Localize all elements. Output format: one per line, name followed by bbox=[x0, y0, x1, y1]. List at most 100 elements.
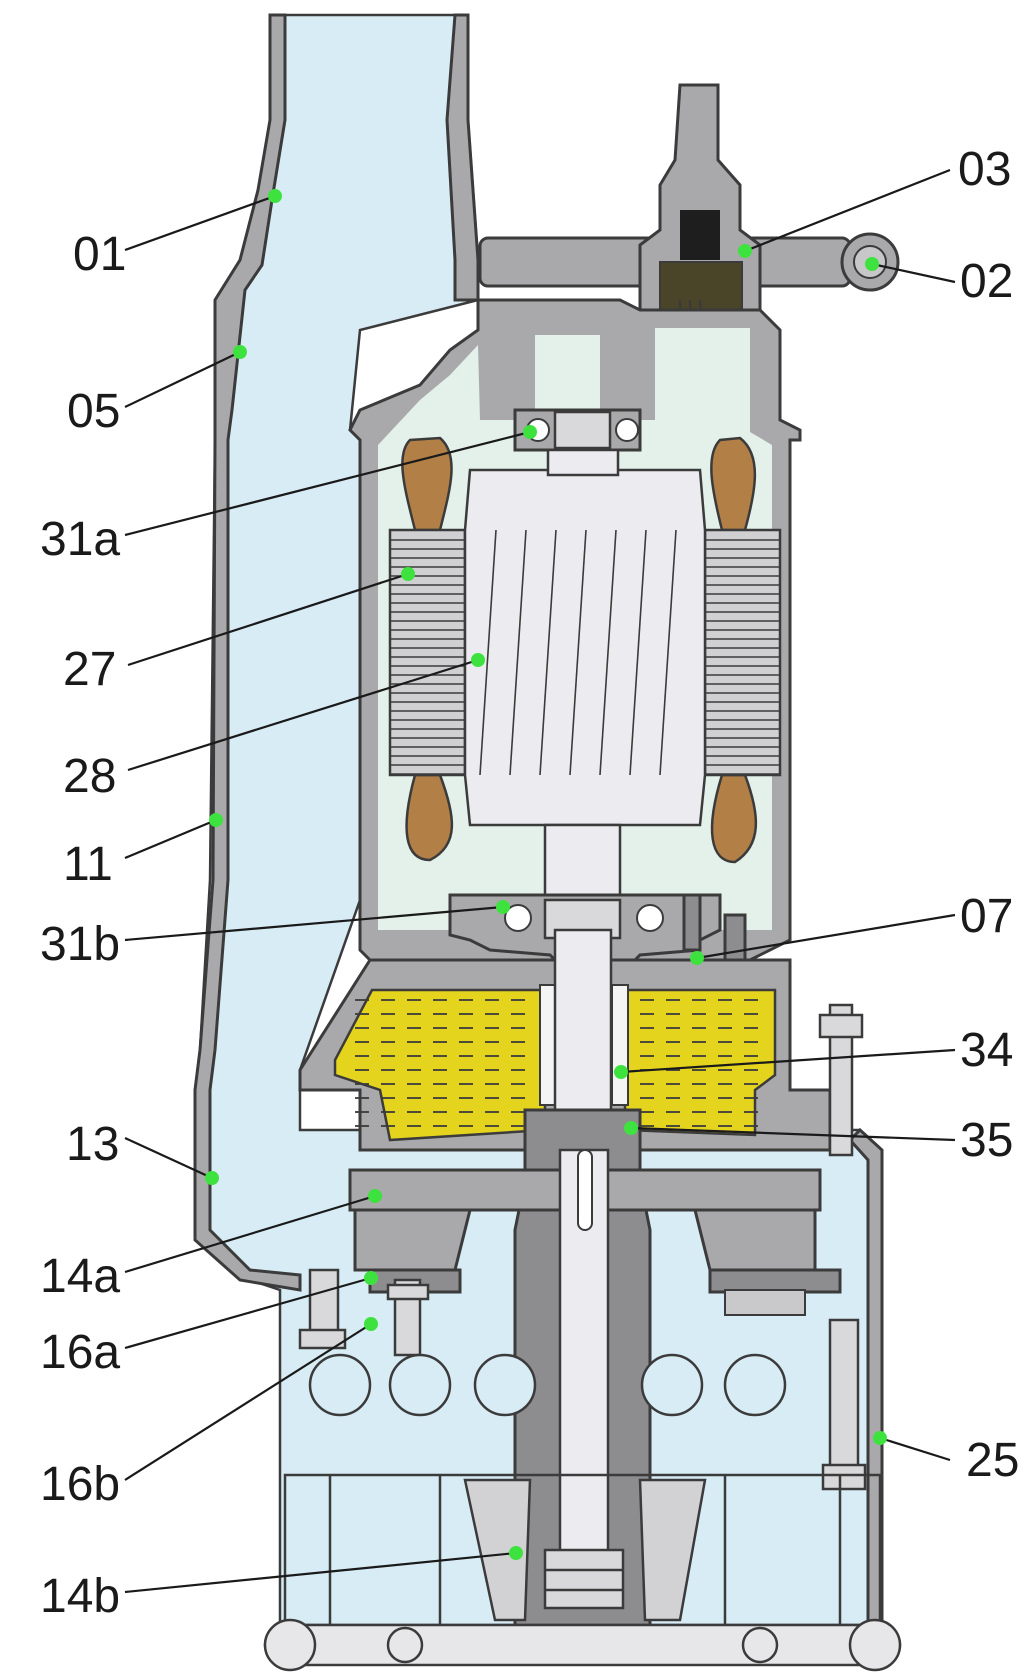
marker-11 bbox=[209, 813, 223, 827]
base-foot-mid-left bbox=[386, 1626, 424, 1664]
leader-07 bbox=[696, 913, 956, 960]
leader-27 bbox=[127, 572, 409, 667]
label-28: 28 bbox=[63, 750, 116, 803]
marker-02 bbox=[865, 257, 879, 271]
long-bolt-head bbox=[818, 1013, 864, 1039]
label-16a: 16a bbox=[40, 1326, 120, 1379]
leader-14a bbox=[124, 1194, 376, 1274]
long-bolt-nut bbox=[821, 1463, 867, 1491]
winding-bottom-right bbox=[710, 773, 758, 864]
stud-nut-mid bbox=[386, 1283, 430, 1301]
marker-31a bbox=[523, 425, 537, 439]
label-13: 13 bbox=[66, 1118, 119, 1171]
label-05: 05 bbox=[67, 385, 120, 438]
marker-27 bbox=[401, 567, 415, 581]
label-14b: 14b bbox=[40, 1570, 120, 1623]
marker-31b bbox=[496, 900, 510, 914]
label-16b: 16b bbox=[40, 1458, 120, 1511]
leader-16a bbox=[124, 1276, 372, 1350]
discharge-pipe-wall-left bbox=[193, 13, 302, 1292]
rotor-shaft-upper bbox=[546, 448, 620, 477]
label-27: 27 bbox=[63, 643, 116, 696]
leader-25 bbox=[879, 1436, 951, 1462]
strainer-hole-4 bbox=[640, 1353, 704, 1417]
winding-bottom-left bbox=[405, 773, 454, 862]
lower-bearing-ball-right bbox=[636, 904, 664, 932]
leader-34 bbox=[620, 1048, 956, 1074]
marker-25 bbox=[873, 1431, 887, 1445]
leader-13 bbox=[124, 1137, 213, 1179]
strainer-hole-2 bbox=[388, 1353, 452, 1417]
label-14a: 14a bbox=[40, 1250, 120, 1303]
marker-34 bbox=[614, 1065, 628, 1079]
label-31b: 31b bbox=[40, 918, 120, 971]
stud-bolt-left bbox=[308, 1268, 340, 1342]
callout-labels: 01 05 31a 27 28 11 31b 13 14a 16a 16b 14… bbox=[40, 143, 1019, 1623]
main-shaft bbox=[553, 928, 613, 1132]
upper-shaft-collar bbox=[553, 410, 612, 450]
seal-right bbox=[611, 984, 629, 1106]
label-34: 34 bbox=[960, 1024, 1013, 1077]
rotor-bar bbox=[629, 529, 647, 776]
stud-nut-left bbox=[298, 1328, 347, 1350]
strainer-hole-3 bbox=[473, 1353, 537, 1417]
rotor-bar bbox=[479, 529, 497, 776]
rotor-bar bbox=[539, 529, 557, 776]
label-01: 01 bbox=[73, 228, 126, 281]
bearing-bolt bbox=[682, 893, 702, 952]
upper-bearing-ball-right bbox=[615, 418, 639, 442]
impeller-area bbox=[298, 1003, 867, 1642]
strainer-hole-5 bbox=[723, 1353, 787, 1417]
rotor-bar bbox=[599, 529, 617, 776]
leader-03 bbox=[744, 168, 951, 253]
label-02: 02 bbox=[960, 255, 1013, 308]
leader-14b bbox=[124, 1551, 517, 1594]
agitator-blade-left bbox=[463, 1478, 532, 1622]
label-07: 07 bbox=[960, 890, 1013, 943]
rotor-bar bbox=[569, 529, 587, 776]
winding-top-right bbox=[710, 436, 757, 532]
marker-03 bbox=[738, 244, 752, 258]
rotor bbox=[463, 468, 707, 827]
marker-28 bbox=[471, 653, 485, 667]
marker-13 bbox=[205, 1171, 219, 1185]
label-35: 35 bbox=[960, 1114, 1013, 1167]
leader-02 bbox=[871, 262, 956, 284]
base-foot-mid-right bbox=[741, 1626, 779, 1664]
rotor-bar bbox=[509, 529, 527, 776]
leader-05 bbox=[124, 351, 241, 408]
stator-right bbox=[703, 528, 782, 777]
base-foot-right bbox=[848, 1618, 902, 1672]
leader-35 bbox=[630, 1126, 956, 1142]
label-03: 03 bbox=[958, 143, 1011, 196]
impeller-vane-left bbox=[353, 1208, 472, 1272]
base-ring bbox=[263, 1623, 902, 1667]
impeller-vane-right bbox=[693, 1208, 817, 1272]
base-foot-left bbox=[263, 1618, 317, 1672]
marker-14a bbox=[368, 1189, 382, 1203]
marker-14b bbox=[509, 1546, 523, 1560]
leader-31a bbox=[124, 430, 531, 537]
long-bolt-bottom bbox=[828, 1318, 860, 1472]
cable-seal bbox=[680, 210, 720, 260]
long-bolt-top bbox=[828, 1003, 854, 1157]
lower-bearing-ball-left bbox=[504, 904, 532, 932]
leader-11 bbox=[124, 818, 217, 860]
marker-16b bbox=[364, 1317, 378, 1331]
keyway bbox=[577, 1149, 593, 1231]
callout-markers bbox=[205, 189, 887, 1560]
stator-laminations bbox=[390, 539, 780, 775]
motor-core bbox=[388, 436, 782, 897]
leader-28 bbox=[127, 658, 479, 772]
agitator-nut bbox=[543, 1548, 625, 1610]
marker-07 bbox=[690, 951, 704, 965]
label-25: 25 bbox=[966, 1434, 1019, 1487]
agitator bbox=[463, 1478, 707, 1622]
strainer bbox=[283, 1353, 882, 1627]
base-frame bbox=[263, 1618, 902, 1672]
rotor-bars bbox=[479, 529, 677, 776]
oil-level-dashes bbox=[355, 999, 758, 1127]
leader-31b bbox=[124, 905, 504, 942]
